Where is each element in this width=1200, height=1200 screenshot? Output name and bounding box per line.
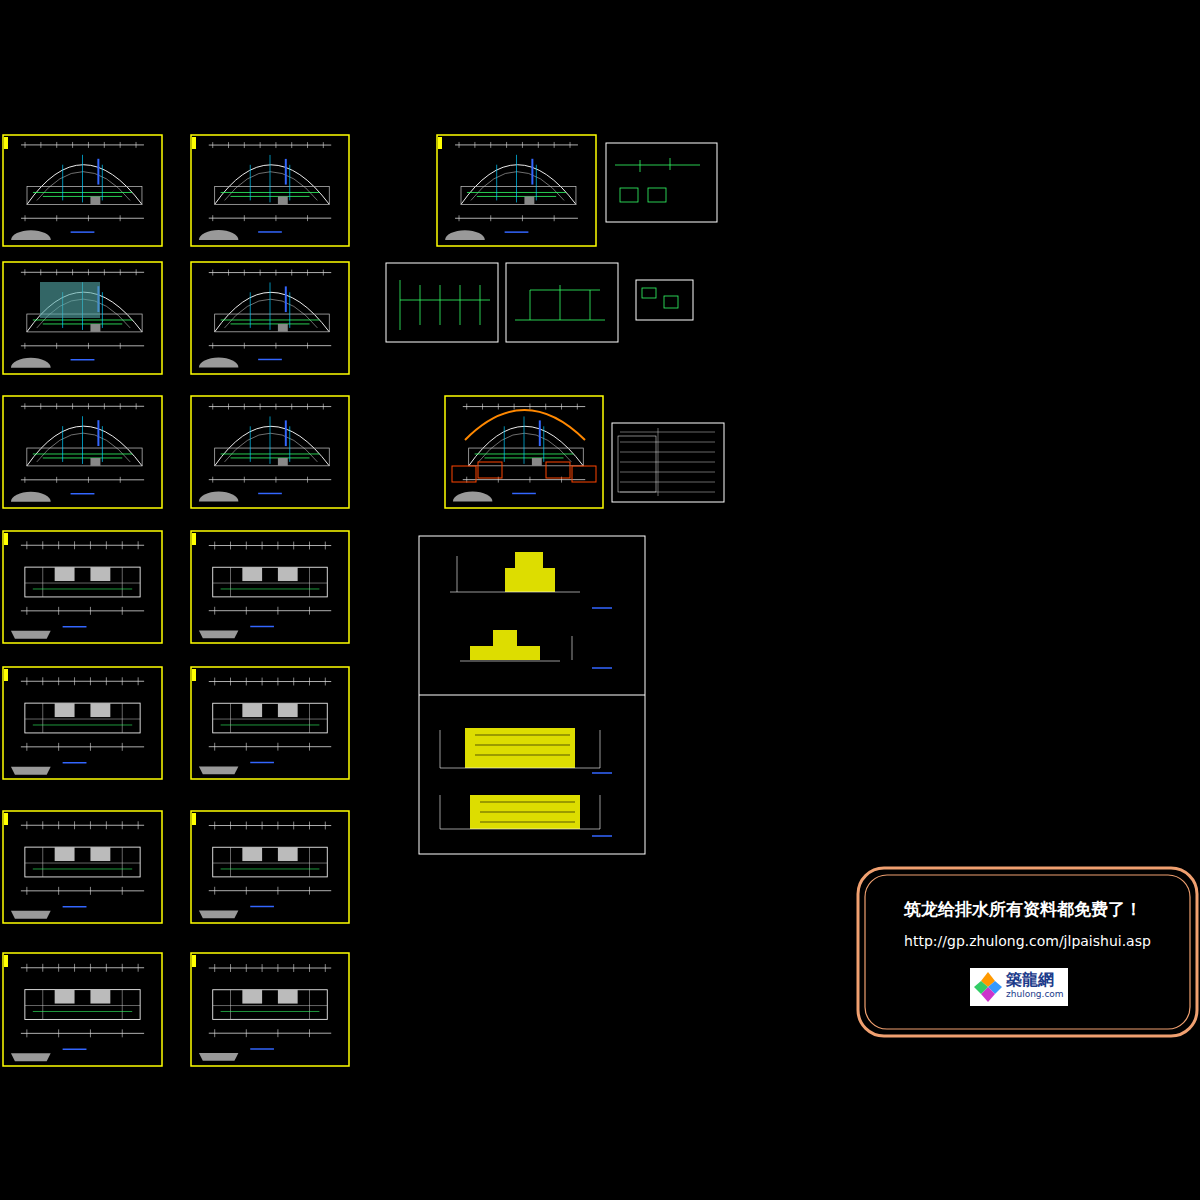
logo-badge: 築龍網zhulong.com	[970, 968, 1068, 1006]
logo-domain: zhulong.com	[1006, 989, 1068, 1000]
logo-icon	[973, 970, 1003, 1004]
logo-name: 築龍網	[1006, 970, 1068, 989]
promo-url: http://gp.zhulong.com/jlpaishui.asp	[904, 933, 1151, 949]
promo-heading: 筑龙给排水所有资料都免费了！	[904, 898, 1142, 921]
promo-panel: 筑龙给排水所有资料都免费了！ http://gp.zhulong.com/jlpa…	[858, 868, 1197, 1036]
